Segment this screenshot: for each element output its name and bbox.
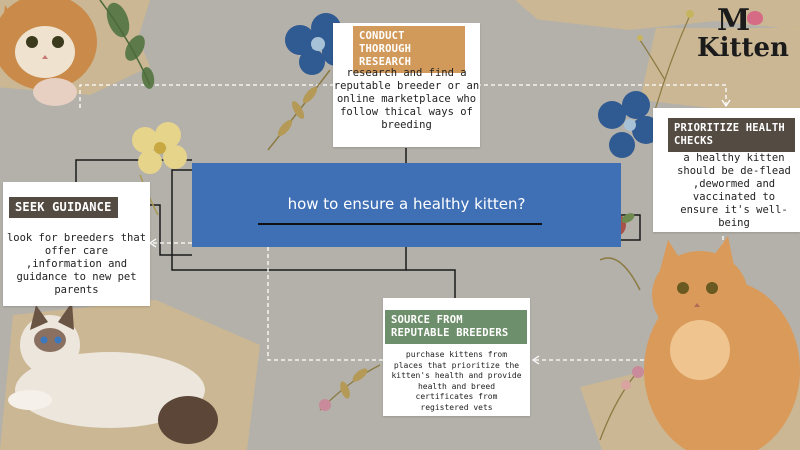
node-conduct-research: CONDUCT THOROUGH RESEARCH research and f… [333, 23, 480, 147]
node-heading: SOURCE FROM REPUTABLE BREEDERS [385, 310, 527, 344]
node-heading: SEEK GUIDANCE [9, 197, 118, 218]
node-heading: PRIORITIZE HEALTH CHECKS [668, 118, 795, 152]
dried-stem-top-right [637, 10, 694, 111]
logo: M Kitten [695, 3, 795, 69]
blue-pressed-flower-right [598, 91, 660, 158]
node-prioritize-health: PRIORITIZE HEALTH CHECKS a healthy kitte… [653, 108, 800, 232]
node-body: a healthy kitten should be de-flead ,dew… [677, 152, 791, 229]
node-body: purchase kittens from places that priori… [391, 350, 522, 412]
yellow-pressed-flower [132, 122, 187, 216]
dried-fern-bottom [319, 364, 381, 411]
green-leaves [99, 0, 155, 89]
node-seek-guidance: SEEK GUIDANCE look for breeders that off… [3, 182, 150, 306]
orange-cat-photo [644, 236, 800, 450]
dried-fern [267, 69, 331, 151]
node-source-breeders: SOURCE FROM REPUTABLE BREEDERS purchase … [383, 298, 530, 416]
node-body: look for breeders that offer care ,infor… [6, 232, 147, 296]
title-underline [258, 223, 542, 225]
logo-line-1: M [717, 3, 751, 38]
logo-line-2: Kitten [697, 33, 789, 63]
central-question-box: how to ensure a healthy kitten? [192, 163, 621, 247]
kitten-photo-top-left [0, 0, 97, 106]
node-heading: CONDUCT THOROUGH RESEARCH [353, 26, 465, 73]
dried-flowers-bottom-right [599, 366, 644, 441]
ragdoll-cat-photo [8, 302, 218, 444]
cat-head-icon [747, 11, 763, 25]
central-question: how to ensure a healthy kitten? [287, 195, 526, 213]
node-body: research and find a reputable breeder or… [333, 67, 480, 131]
